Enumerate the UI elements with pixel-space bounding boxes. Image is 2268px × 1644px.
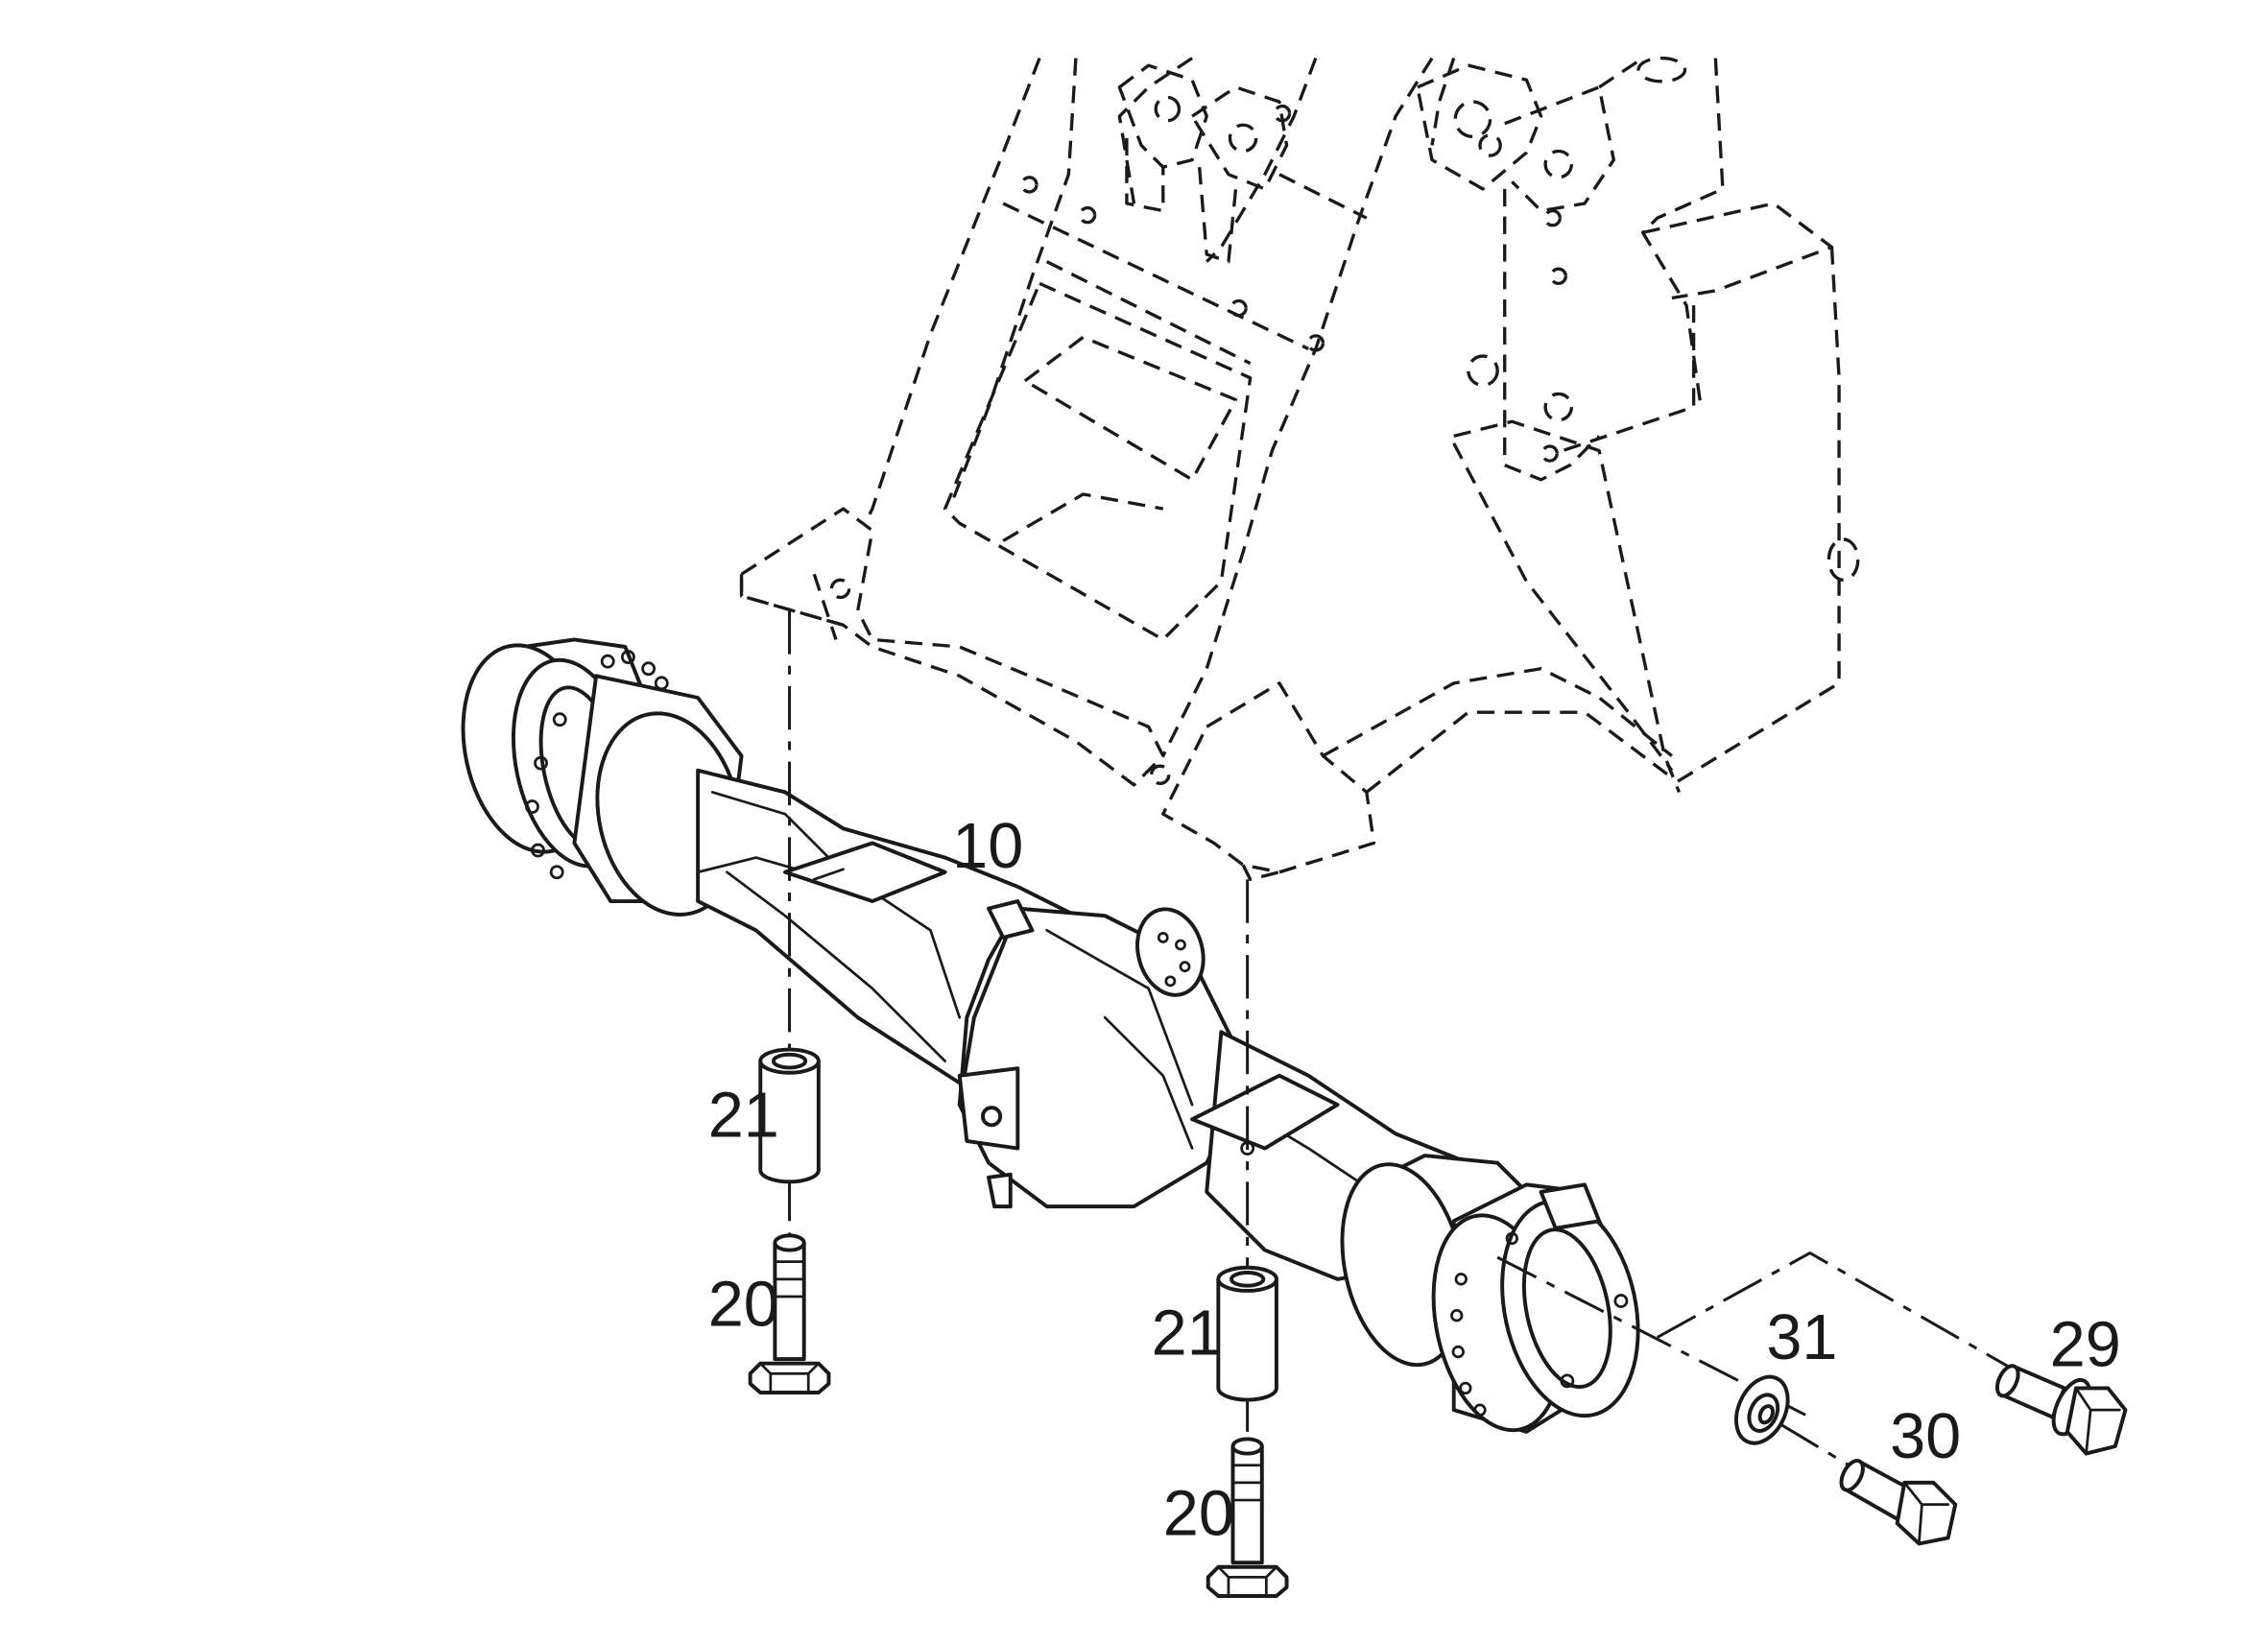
callout-30: 30 [1890, 1401, 1961, 1472]
callout-20-left: 20 [708, 1269, 779, 1340]
callout-10: 10 [952, 811, 1023, 882]
bushing-left [758, 1047, 821, 1184]
axle-assembly [461, 637, 1640, 1434]
right-hub-bolts [1450, 1231, 1518, 1417]
callout-labels: 10 21 20 21 20 31 30 29 [708, 811, 2121, 1549]
vehicle-frame-outline [739, 56, 1860, 881]
callout-29: 29 [2050, 1310, 2121, 1381]
callout-31: 31 [1766, 1302, 1837, 1373]
bolt-right [1206, 1437, 1289, 1598]
left-hub-bolts [525, 650, 669, 880]
assembly-centerlines [788, 610, 2022, 1470]
callout-20-right: 20 [1163, 1478, 1234, 1549]
callout-21-right: 21 [1152, 1299, 1223, 1370]
bushing-right [1216, 1265, 1278, 1402]
washer [1734, 1374, 1790, 1445]
screw-30 [1839, 1459, 1958, 1546]
callout-21-left: 21 [708, 1080, 779, 1151]
bolt-left [748, 1233, 831, 1394]
screw-29 [1994, 1364, 2128, 1456]
